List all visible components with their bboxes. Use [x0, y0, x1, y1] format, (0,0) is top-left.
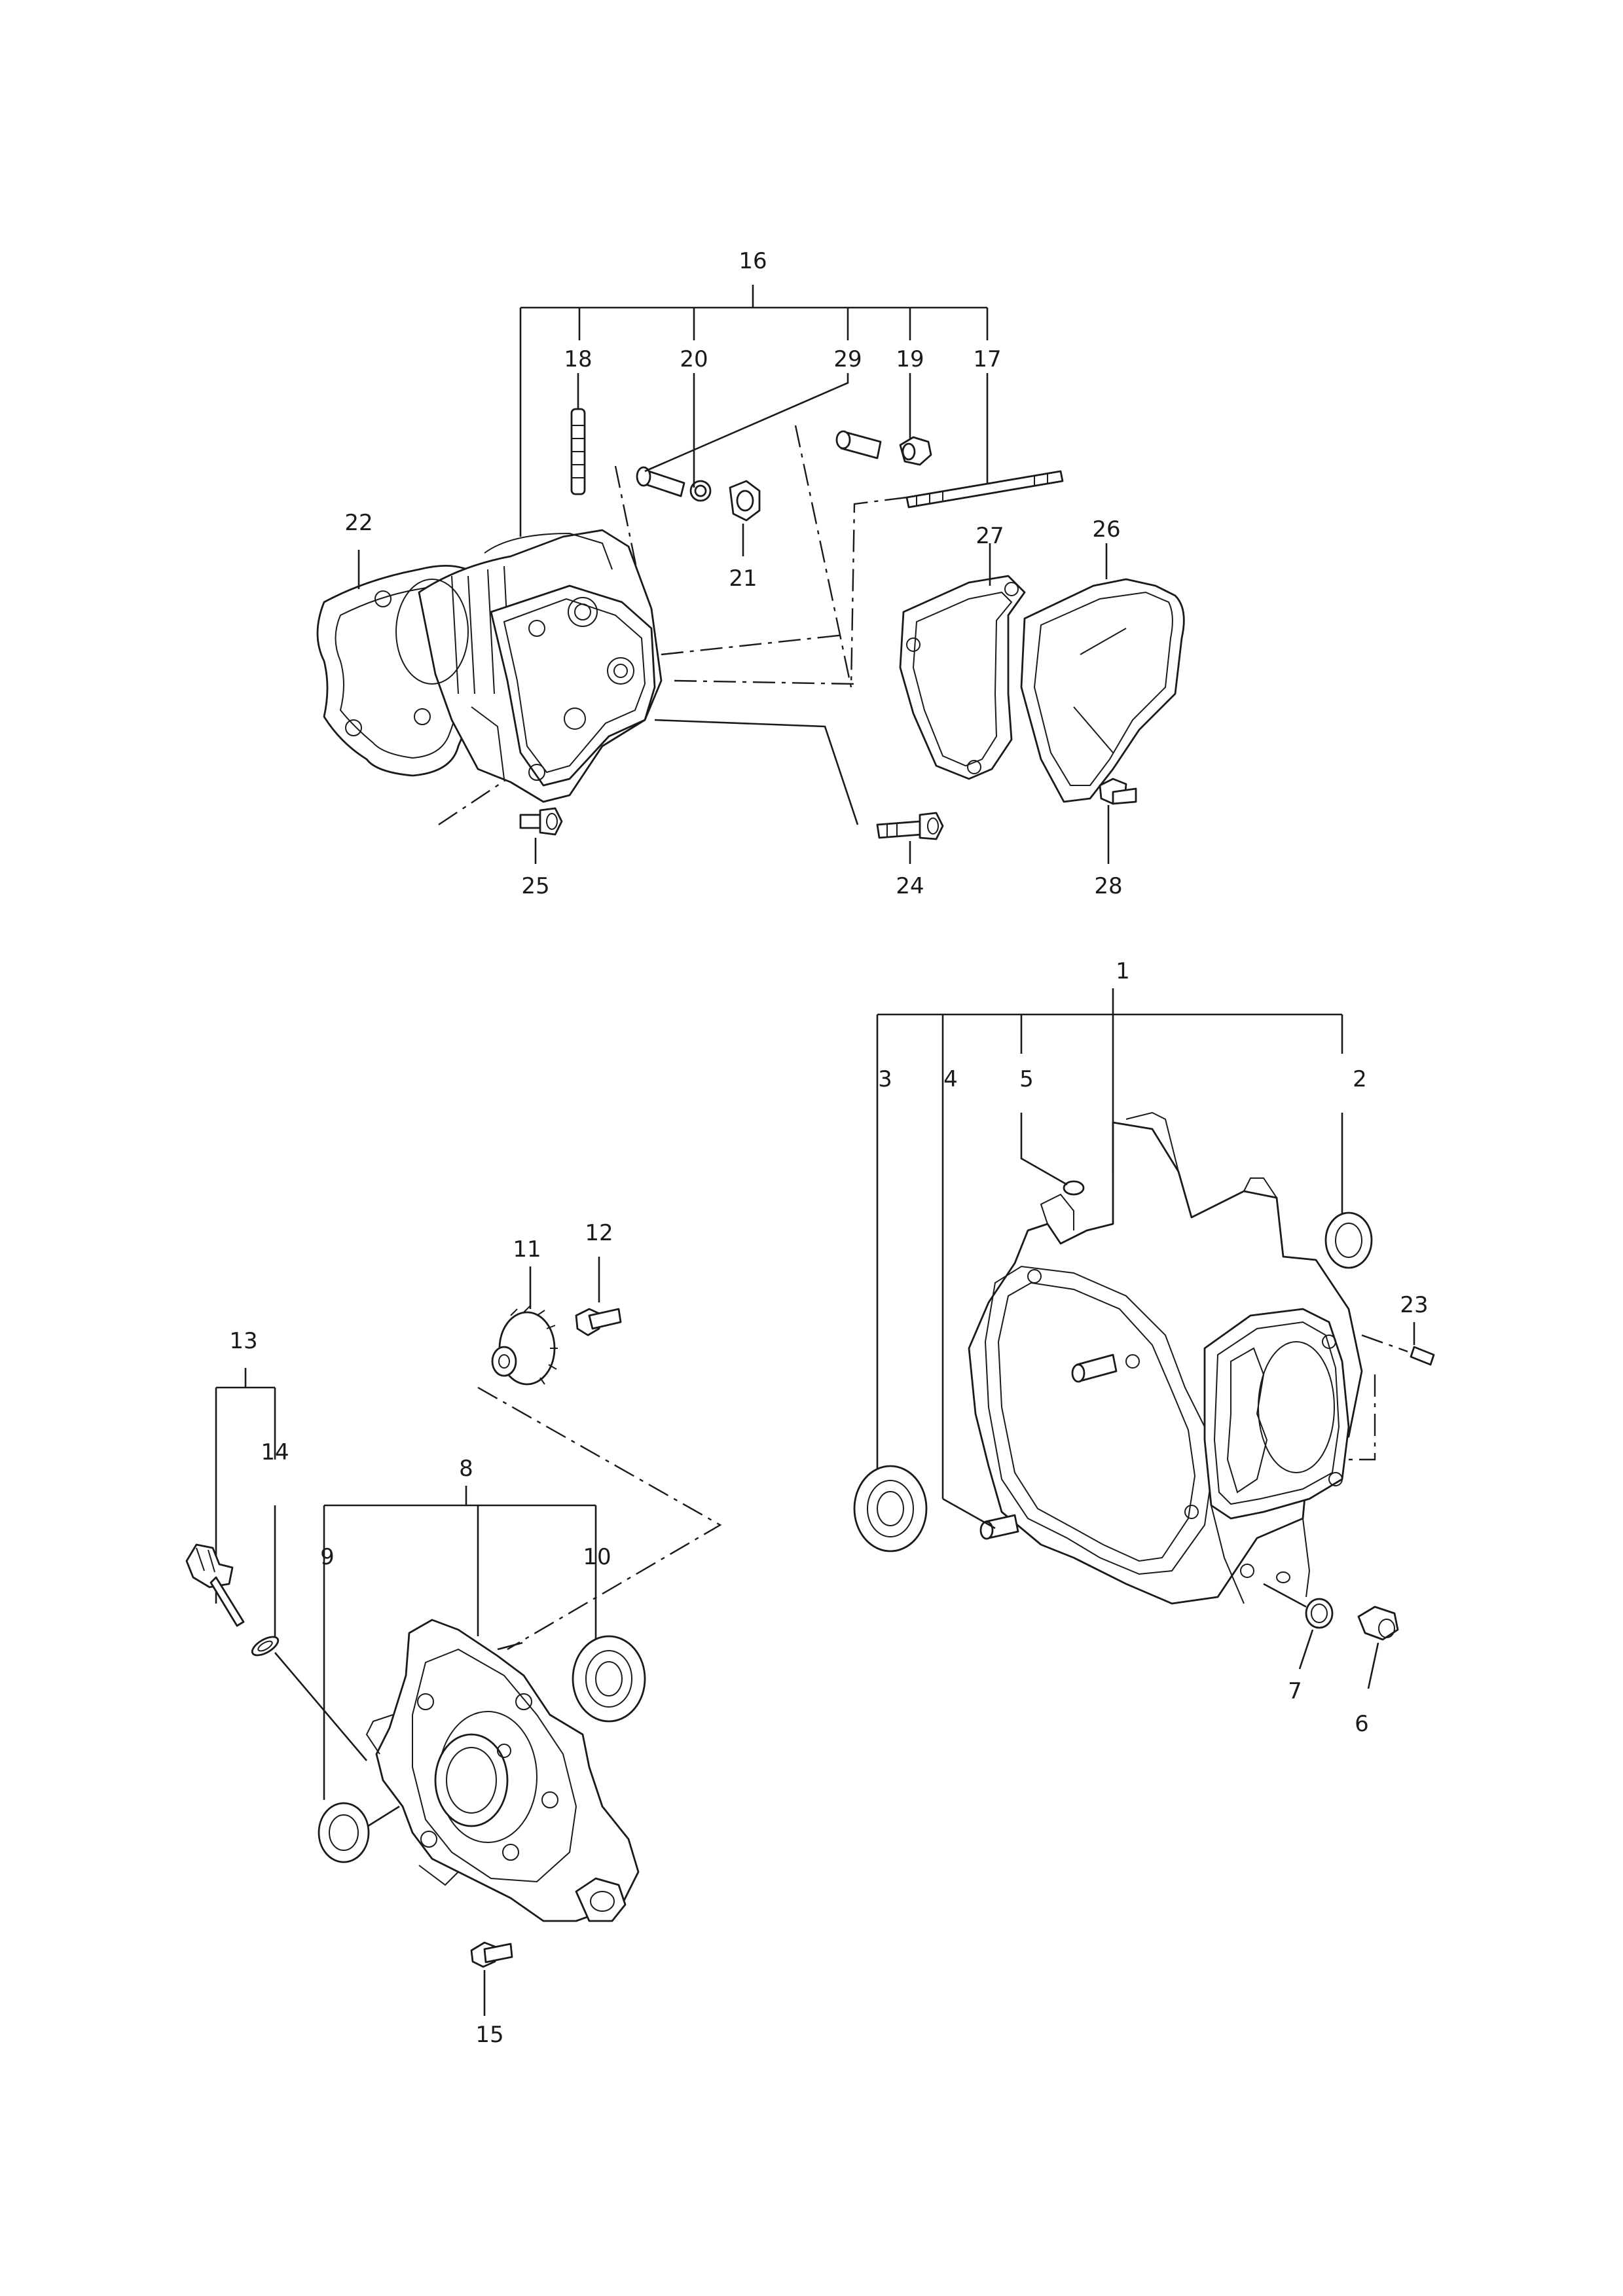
- oil-seal-part-9: [318, 1802, 400, 1863]
- crankcase-cover-part: [365, 1619, 640, 1922]
- drain-plug-part-6: [1357, 1605, 1399, 1689]
- callout-22: 22: [344, 510, 373, 536]
- callout-6: 6: [1355, 1711, 1369, 1737]
- callout-20: 20: [680, 346, 708, 372]
- callout-10: 10: [583, 1544, 611, 1570]
- callout-12: 12: [585, 1220, 613, 1246]
- callout-5: 5: [1019, 1066, 1034, 1092]
- bolt-part-15: [470, 1941, 513, 2016]
- cylinder-head-part: [395, 529, 663, 803]
- callout-1: 1: [1116, 958, 1130, 984]
- oil-seal-part-2: [1324, 1113, 1373, 1269]
- o-ring-part-14: [251, 1636, 367, 1761]
- callout-4: 4: [943, 1066, 958, 1092]
- dipstick-part-13: [185, 1543, 245, 1627]
- bolt-part-28: [1099, 778, 1137, 864]
- bolt-part-24: [654, 719, 944, 864]
- callout-21: 21: [729, 565, 757, 592]
- long-stud-part-17: [905, 373, 1064, 509]
- cylinder-head-group: [316, 285, 1185, 864]
- callout-29: 29: [833, 346, 862, 372]
- callout-3: 3: [878, 1066, 892, 1092]
- oil-seal-part-3: [853, 1465, 996, 1552]
- nut-part-21: [729, 480, 761, 556]
- crankcase-cover-group: [185, 1257, 722, 2016]
- sleeve-part-29: [644, 373, 882, 473]
- bolt-part-25: [519, 807, 563, 864]
- callout-28: 28: [1094, 873, 1122, 899]
- pin-part-23: [1349, 1322, 1435, 1461]
- callout-19: 19: [896, 346, 924, 372]
- callout-25: 25: [521, 873, 549, 899]
- callout-2: 2: [1353, 1066, 1367, 1092]
- callout-26: 26: [1092, 516, 1120, 543]
- callout-16: 16: [739, 248, 767, 274]
- callout-24: 24: [896, 873, 924, 899]
- washer-part-7: [1263, 1583, 1334, 1670]
- callout-23: 23: [1400, 1292, 1428, 1318]
- callout-17: 17: [973, 346, 1001, 372]
- governor-gear-part-11: [491, 1266, 558, 1386]
- plug-part-5: [1020, 1113, 1085, 1196]
- callout-18: 18: [564, 346, 592, 372]
- callout-9: 9: [320, 1544, 335, 1570]
- callout-15: 15: [475, 2022, 503, 2048]
- callout-labels: 16 18 20 29 19 17 22 27 26 21 25 24 28 1…: [229, 248, 1428, 2048]
- crankcase-part: [968, 1111, 1363, 1605]
- callout-8: 8: [459, 1456, 473, 1482]
- sleeve-part-20: [636, 373, 712, 502]
- bolt-part-12: [575, 1257, 622, 1336]
- cap-nut-part-19: [899, 373, 932, 466]
- callout-14: 14: [261, 1439, 289, 1465]
- callout-27: 27: [976, 523, 1004, 549]
- oil-seal-part-10: [572, 1635, 646, 1723]
- callout-13: 13: [229, 1328, 257, 1354]
- stud-part-18: [570, 373, 586, 495]
- valve-cover-part-26: [1020, 543, 1185, 803]
- crankcase-group: [853, 988, 1435, 1689]
- callout-11: 11: [513, 1236, 541, 1263]
- callout-7: 7: [1288, 1678, 1302, 1704]
- cover-gasket-part-27: [899, 543, 1026, 780]
